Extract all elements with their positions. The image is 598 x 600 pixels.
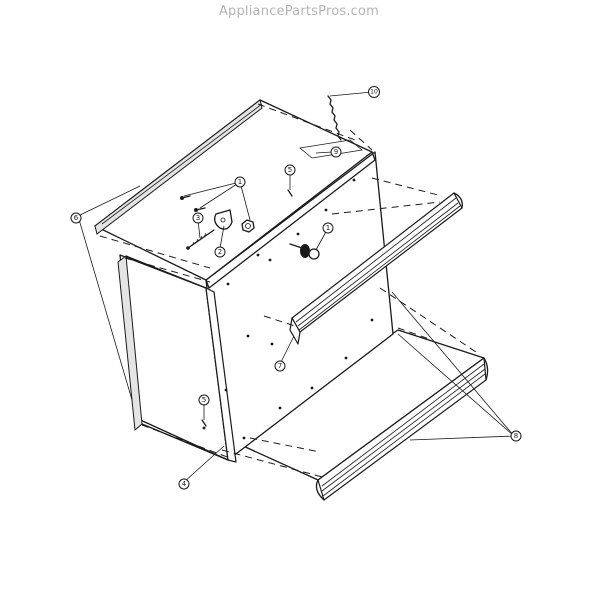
- panel-holes: [202, 178, 374, 440]
- screw: [194, 207, 206, 212]
- watermark: AppliancePartsPros.com: [218, 4, 380, 19]
- bottom-rail: [229, 329, 489, 501]
- callout-label: 8: [514, 432, 518, 440]
- callout-label: 5: [202, 396, 206, 404]
- callout-label: 7: [278, 362, 282, 370]
- callout-label: 2: [218, 248, 222, 256]
- callout-label: 1: [326, 224, 330, 232]
- callout-2: 2: [214, 246, 226, 258]
- top-panel: [94, 99, 376, 289]
- upper-rail: [289, 192, 463, 345]
- side-panel: [117, 254, 237, 463]
- long-screw: [186, 229, 215, 250]
- callout-4: 4: [178, 478, 190, 490]
- callout-label: 9: [334, 148, 338, 156]
- callout-1-knob: 1: [322, 222, 334, 234]
- bracket: [214, 209, 233, 230]
- knob-bolt: [289, 243, 320, 260]
- callout-label: 6: [74, 214, 79, 222]
- callout-7: 7: [274, 360, 286, 372]
- hardware: [180, 95, 342, 427]
- screw: [180, 195, 191, 200]
- callout-label: 1: [238, 178, 242, 186]
- chain: [327, 95, 342, 141]
- callout-5-top: 5: [284, 164, 296, 176]
- callout-6: 6: [70, 212, 82, 224]
- callout-8: 8: [510, 430, 522, 442]
- callout-3: 3: [192, 212, 204, 224]
- callout-5-bottom: 5: [198, 394, 210, 406]
- callout-label: 4: [182, 480, 187, 488]
- callout-10: 10: [368, 86, 380, 98]
- callout-label: 10: [370, 89, 378, 96]
- leader-lines: [77, 91, 515, 483]
- callout-9: 9: [330, 146, 342, 158]
- hex-nut: [241, 219, 255, 233]
- callout-label: 5: [288, 166, 292, 174]
- callout-label: 3: [196, 214, 200, 222]
- callout-1-top: 1: [234, 176, 246, 188]
